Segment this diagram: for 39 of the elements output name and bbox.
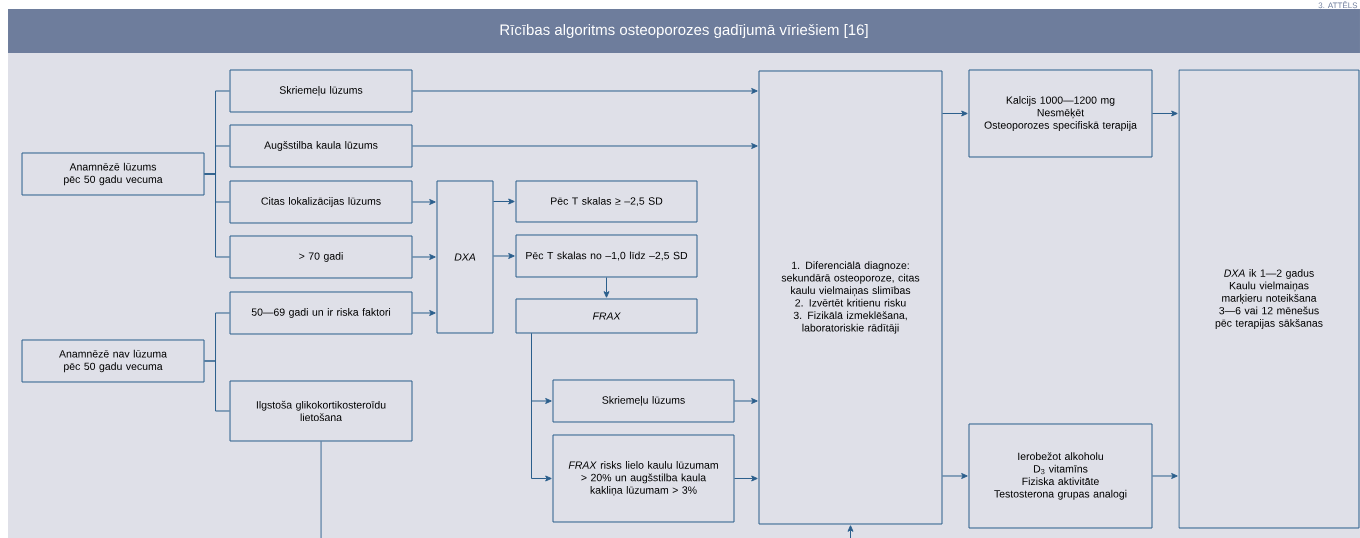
arrow bbox=[493, 198, 515, 205]
process-box: Kalcijs 1000—1200 mg Nesmēķēt Osteoporozes specifiskā terapija bbox=[968, 69, 1153, 158]
arrow bbox=[412, 199, 436, 205]
figure-label: 3. ATTĒLS bbox=[1318, 1, 1358, 9]
process-box: Ierobežot alkoholu D$_{3}$ vitamīns Fiziska aktivitāte Testosterona grupas analogi bbox=[968, 423, 1153, 529]
connector-line bbox=[320, 441, 322, 538]
process-box: Augšstilba kaula lūzums bbox=[229, 124, 413, 168]
arrow bbox=[412, 88, 758, 94]
arrow bbox=[531, 333, 552, 482]
process-box: > 70 gadi bbox=[229, 235, 413, 279]
connector-line bbox=[204, 173, 230, 258]
process-box: 50—69 gadi un ir riska faktori bbox=[229, 291, 413, 335]
title-banner: Rīcības algoritms osteoporozes gadījumā vīriešiem [16] bbox=[8, 9, 1360, 53]
process-box: Skriemeļu lūzums bbox=[229, 69, 413, 113]
arrow bbox=[412, 254, 436, 260]
arrow bbox=[847, 525, 854, 538]
process-box: Ilgstoša glikokortikosteroīdu lietošana bbox=[229, 380, 413, 442]
process-box: Anamnēzē lūzums pēc 50 gadu vecuma bbox=[21, 152, 205, 196]
connector-line bbox=[204, 360, 230, 412]
process-box: DXA ik 1—2 gadus Kaulu vielmaiņas marķieru noteikšana 3—6 vai 12 mēnešus pēc terapijas sākšanas bbox=[1178, 69, 1360, 529]
arrow bbox=[734, 398, 758, 404]
arrow bbox=[603, 277, 610, 298]
arrow bbox=[412, 310, 436, 316]
process-box: DXA bbox=[436, 180, 494, 334]
process-box: Pēc T skalas no –1,0 līdz –2,5 SD bbox=[515, 234, 698, 278]
process-box: FRAX bbox=[515, 298, 698, 334]
process-box: Pēc T skalas ≥ –2,5 SD bbox=[515, 180, 698, 223]
arrow bbox=[942, 110, 968, 117]
arrow bbox=[734, 475, 758, 482]
process-box: FRAX risks lielo kaulu lūzumam > 20% un augšstilba kaula kakliņa lūzumam > 3% bbox=[552, 434, 735, 523]
arrow bbox=[942, 473, 968, 479]
process-box: Skriemeļu lūzums bbox=[552, 379, 735, 423]
process-box: 1. Diferenciālā diagnoze: sekundārā osteoporoze, citas kaulu vielmaiņas slimības 2. Izvērtēt kritienu risku 3. Fizikālā izmeklēšana, laboratoriskie rādītāji bbox=[758, 70, 943, 525]
arrow bbox=[1152, 110, 1178, 117]
process-box: Citas lokalizācijas lūzums bbox=[229, 180, 413, 224]
arrow bbox=[1152, 473, 1178, 479]
arrow bbox=[412, 143, 758, 149]
process-box: Anamnēzē nav lūzuma pēc 50 gadu vecuma bbox=[21, 339, 205, 383]
arrow bbox=[493, 253, 515, 259]
